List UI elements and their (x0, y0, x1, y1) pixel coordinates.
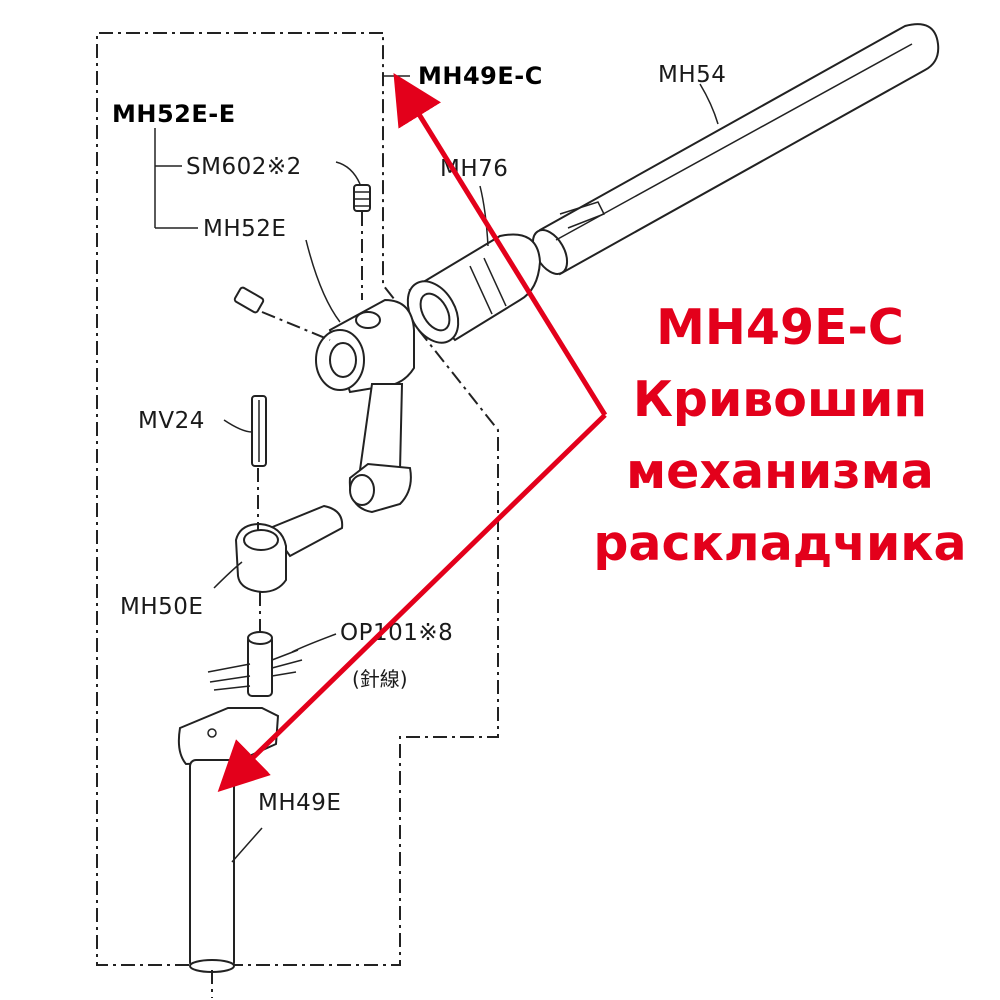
sm602-screw-side (233, 286, 265, 314)
op101-felt (207, 631, 303, 697)
arrow-to-mh49e-c (393, 72, 608, 417)
callout-line-3: раскладчика (593, 515, 967, 572)
center-lines (211, 212, 363, 998)
callout-line-2: механизма (626, 443, 934, 500)
mh76-bushing (406, 233, 542, 344)
arrow-to-mh49e (217, 413, 607, 792)
needle-wire-label: (針線) (352, 667, 408, 691)
callout-code: MH49E-C (656, 299, 904, 356)
sm602-screw-top (353, 184, 371, 212)
mh52e-e-bracket (154, 128, 198, 229)
mh49e-label: MH49E (258, 790, 341, 816)
callout-arrows (217, 72, 608, 792)
op101-label: OP101※8 (340, 620, 453, 646)
mh49e-c-group-label: MH49E-C (418, 62, 543, 90)
mh54-shaft (531, 23, 940, 276)
mh54-label: MH54 (658, 62, 726, 88)
mv24-pin (251, 395, 267, 467)
mh52e-crank (315, 298, 415, 514)
leader-lines (213, 83, 719, 863)
mh50e-rod-end (234, 504, 344, 594)
mv24-label: MV24 (138, 408, 205, 434)
mh52e-e-group-label: MH52E-E (112, 100, 236, 128)
sm602-label: SM602※2 (186, 154, 302, 180)
mh52e-label: MH52E (203, 216, 286, 242)
mh50e-label: MH50E (120, 594, 203, 620)
callout-text: MH49E-C Кривошип механизма раскладчика (560, 292, 1000, 580)
callout-line-1: Кривошип (632, 371, 928, 428)
